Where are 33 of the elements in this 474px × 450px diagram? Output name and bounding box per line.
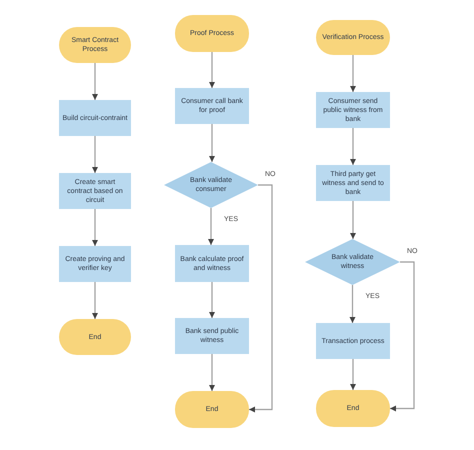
terminal-shape <box>316 390 390 427</box>
arrow <box>249 184 273 412</box>
arrow <box>92 136 98 173</box>
arrow <box>209 354 215 391</box>
arrow <box>209 282 215 318</box>
terminal-shape <box>175 391 249 428</box>
process-box <box>175 318 249 354</box>
arrow <box>390 261 415 412</box>
terminal-shape <box>316 20 390 55</box>
arrow <box>92 63 98 100</box>
arrow <box>92 282 98 319</box>
process-box <box>59 173 131 209</box>
terminal-shape <box>59 319 131 355</box>
process-box <box>175 88 249 124</box>
arrow <box>350 55 356 92</box>
arrow <box>350 201 356 239</box>
arrow <box>209 52 215 88</box>
process-box <box>59 100 131 136</box>
arrow <box>350 128 356 165</box>
arrow <box>350 359 356 390</box>
process-box <box>59 246 131 282</box>
process-box <box>316 165 390 201</box>
process-box <box>316 92 390 128</box>
terminal-shape <box>175 15 249 52</box>
arrow <box>209 124 215 162</box>
arrow <box>350 285 356 323</box>
process-box <box>316 323 390 359</box>
arrow <box>92 209 98 246</box>
process-box <box>175 245 249 282</box>
decision-diamond <box>164 162 258 208</box>
terminal-shape <box>59 27 131 63</box>
decision-diamond <box>305 239 400 285</box>
arrow <box>208 208 214 245</box>
